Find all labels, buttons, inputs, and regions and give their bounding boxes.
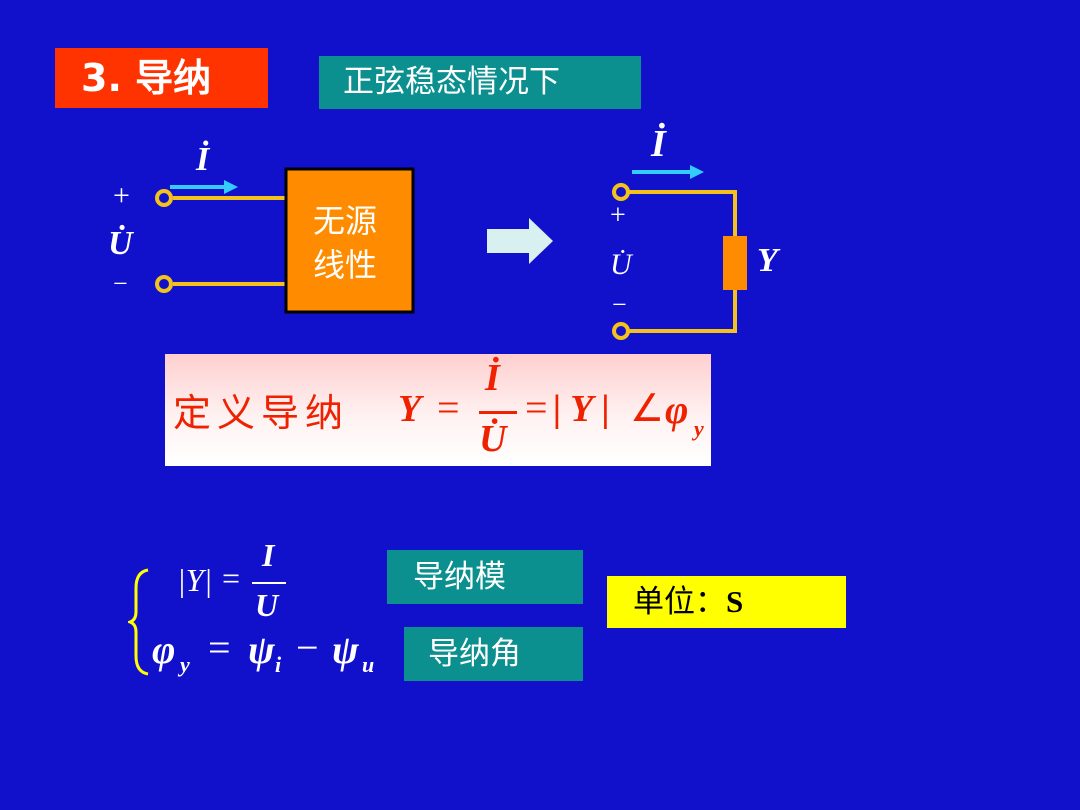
top-terminal (612, 183, 630, 201)
definition-box: 定义导纳 Y = İ U̇ = | Y | ∠ φ y (165, 354, 711, 466)
angle-psi-u-sub: u (362, 652, 375, 677)
right-minus-sign: − (612, 290, 627, 319)
definition-angle-symbol: ∠ (630, 386, 665, 430)
definition-numerator: İ (485, 357, 500, 399)
modulus-label: 导纳模 (387, 550, 583, 604)
angle-psi-i-sub: i (275, 652, 282, 677)
slide-title: 3. 导纳 (55, 48, 268, 108)
angle-eq: = (208, 625, 231, 670)
network-label-line2: 线性 (313, 246, 378, 284)
modulus-lhs: |Y| (177, 562, 213, 598)
angle-phi: φ (152, 627, 176, 672)
definition-label: 定义导纳 (173, 391, 350, 435)
right-circuit: İ + U̇ − Y (600, 118, 800, 343)
right-current-symbol: İ (651, 123, 666, 165)
transform-arrow-icon (487, 218, 553, 264)
angle-psi-u: ψ (332, 627, 359, 672)
right-voltage-symbol: U̇ (610, 248, 632, 281)
angle-minus: − (296, 625, 319, 670)
formula-brace (125, 568, 152, 680)
angle-psi-i: ψ (248, 627, 275, 672)
unit-box: 单位：S (607, 576, 846, 628)
modulus-numerator: I (262, 537, 275, 573)
bottom-terminal (612, 322, 630, 340)
definition-phi: φ (665, 387, 689, 432)
left-plus-sign: + (113, 179, 130, 212)
bottom-terminal (155, 275, 173, 293)
element-label: Y (757, 242, 778, 279)
left-voltage-symbol: U̇ (108, 225, 133, 262)
top-terminal (155, 189, 173, 207)
definition-magnitude: | Y | (553, 388, 610, 430)
modulus-fraction-bar (252, 582, 286, 584)
left-minus-sign: − (113, 269, 128, 298)
right-plus-sign: + (610, 200, 626, 231)
unit-value: S (726, 584, 744, 619)
network-label-line1: 无源 (313, 202, 378, 240)
unit-label: 单位： (633, 584, 726, 620)
current-arrow-head (690, 165, 704, 179)
right-circuit-diagram (612, 165, 747, 340)
network-box (284, 167, 415, 314)
definition-fraction-bar (479, 411, 517, 414)
definition-phi-sub: y (694, 416, 704, 441)
definition-lhs: Y (398, 388, 422, 430)
current-arrow-head (224, 180, 238, 194)
left-circuit: İ + U̇ − 无源 线性 (100, 135, 430, 325)
brace-icon (125, 568, 149, 676)
left-current-symbol: İ (196, 141, 210, 178)
definition-eq2: = (525, 385, 548, 430)
modulus-denominator: U (255, 587, 279, 623)
definition-denominator: U̇ (479, 418, 507, 460)
admittance-element (723, 236, 747, 290)
subtitle-box: 正弦稳态情况下 (319, 56, 641, 109)
angle-phi-sub: y (180, 652, 190, 677)
modulus-eq: = (222, 560, 241, 596)
left-circuit-diagram (155, 167, 415, 314)
angle-label: 导纳角 (404, 627, 583, 681)
definition-eq1: = (437, 385, 460, 430)
